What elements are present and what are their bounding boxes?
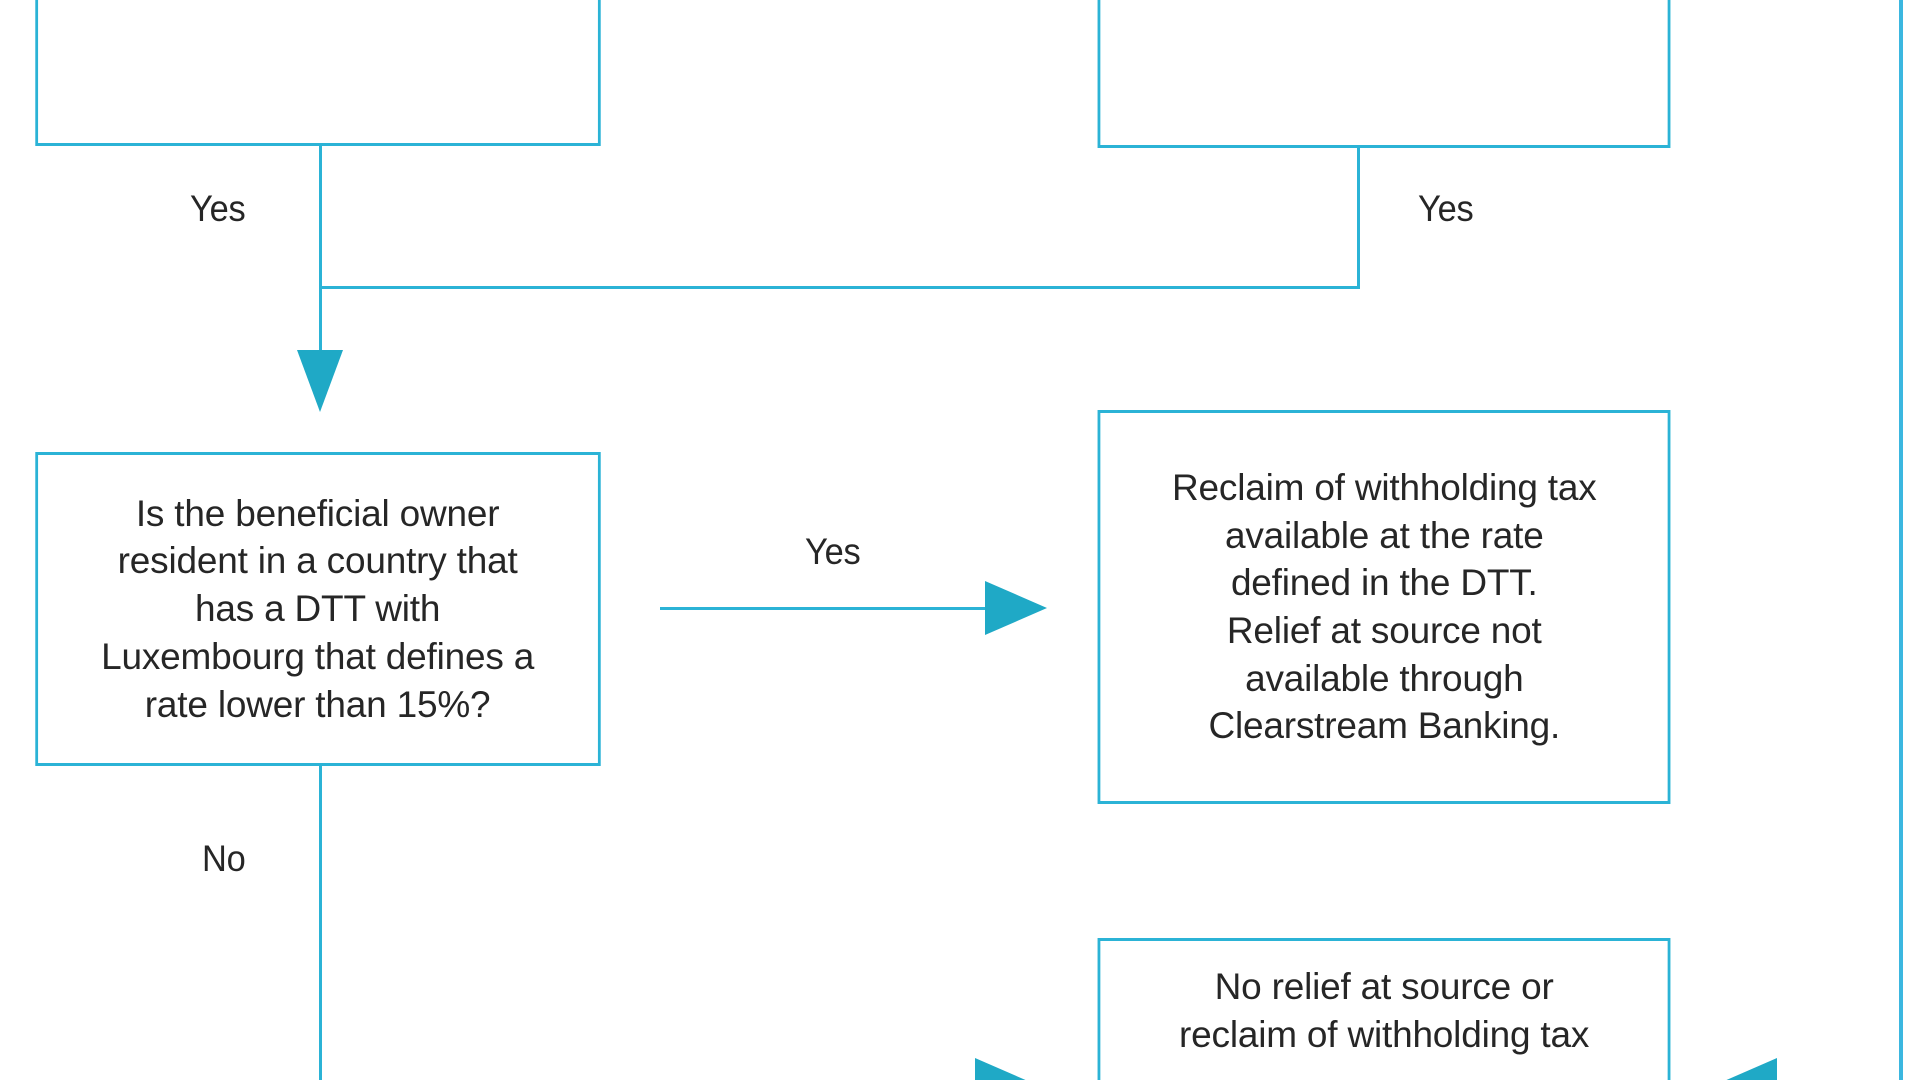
connector-merge-horizontal — [319, 286, 1360, 289]
arrow-down-icon-to-dtt — [297, 350, 343, 412]
node-reclaim-outcome[interactable]: Reclaim of withholding tax available at … — [1097, 410, 1671, 804]
page-border-rule — [1899, 0, 1903, 1080]
arrow-right-icon-to-no-relief — [975, 1058, 1037, 1080]
connector-dtt-down — [319, 766, 322, 1080]
arrow-left-icon-to-no-relief — [1715, 1058, 1777, 1080]
node-dtt-question[interactable]: Is the beneficial owner resident in a co… — [35, 452, 601, 766]
connector-disclose-down — [1357, 148, 1360, 288]
node-disclose-identity-question[interactable]: disclose the identity of the beneficial … — [1097, 0, 1671, 148]
connector-dtt-to-reclaim — [660, 607, 1040, 610]
edge-label-yes-owner: Yes — [190, 188, 246, 229]
arrow-right-icon-to-reclaim — [985, 581, 1047, 635]
node-beneficial-owner-question[interactable]: owner of the securities? — [35, 0, 601, 146]
node-no-relief-outcome-text: No relief at source or reclaim of withho… — [1178, 966, 1590, 1055]
edge-label-no-dtt: No — [202, 838, 246, 879]
node-dtt-question-text: Is the beneficial owner resident in a co… — [101, 492, 535, 725]
connector-owner-down — [319, 146, 322, 361]
edge-label-yes-reclaim: Yes — [805, 531, 861, 572]
node-reclaim-outcome-text: Reclaim of withholding tax available at … — [1171, 466, 1597, 747]
edge-label-yes-disclose: Yes — [1418, 188, 1474, 229]
node-no-relief-outcome[interactable]: No relief at source or reclaim of withho… — [1097, 938, 1671, 1080]
